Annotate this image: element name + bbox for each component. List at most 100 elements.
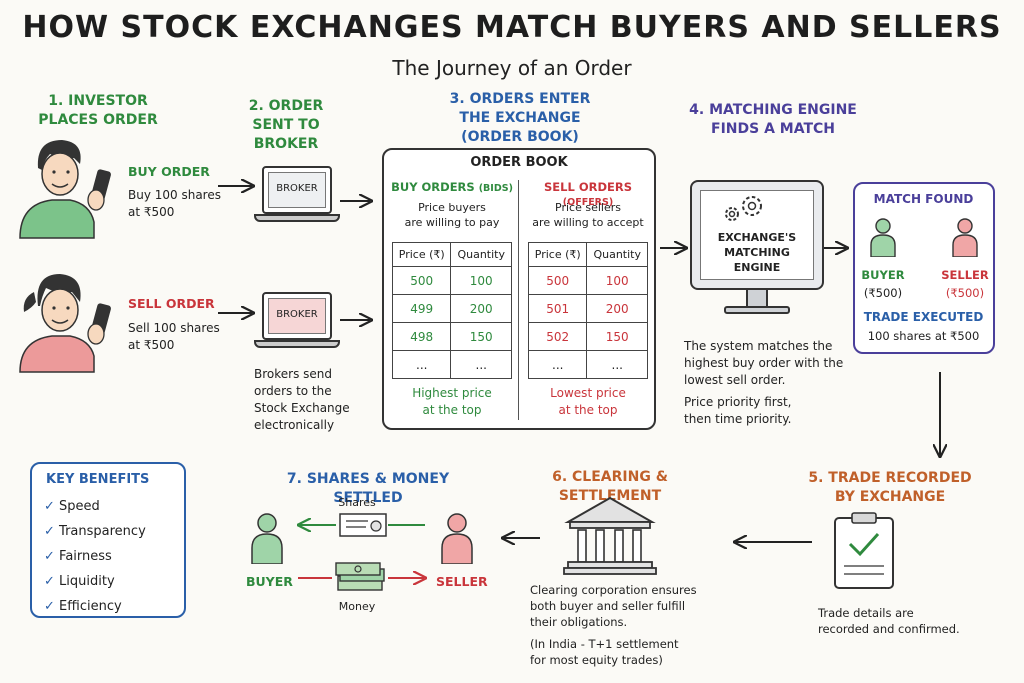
order-book-title: ORDER BOOK	[470, 155, 568, 170]
buyer-icon	[251, 513, 283, 564]
broker-note-4: electronically	[254, 418, 335, 432]
gear-icon	[725, 196, 762, 221]
trade-executed-label: TRADE EXECUTED	[863, 310, 984, 324]
money-label: Money	[338, 600, 376, 613]
record-note-1: Trade details are	[818, 606, 914, 620]
buy-footer-1: Highest price	[412, 386, 492, 400]
settled-buyer-label: BUYER	[246, 574, 293, 589]
match-seller-price: (₹500)	[945, 286, 985, 300]
check-icon: ✓	[44, 549, 55, 564]
col-price: Price (₹)	[527, 242, 588, 267]
list-item: ✓ Fairness	[44, 549, 112, 564]
step3-heading-1: 3. ORDERS ENTER	[449, 91, 591, 107]
check-icon: ✓	[44, 499, 55, 514]
broker-label: BROKER	[276, 309, 318, 320]
buy-orders-desc-1: Price buyers	[418, 201, 486, 214]
clearing-note-4: (In India - T+1 settlement	[530, 637, 679, 651]
step4-heading-1: 4. MATCHING ENGINE	[689, 102, 857, 118]
step7-heading: 7. SHARES & MONEY SETTLED	[286, 471, 450, 506]
money-stack-icon	[335, 562, 385, 591]
table-row: ......	[527, 350, 648, 379]
order-book-divider	[518, 180, 519, 420]
buyer-person-icon	[19, 140, 111, 239]
sell-footer-2: at the top	[558, 403, 618, 417]
step6-heading: 6. CLEARING & SETTLEMENT	[552, 469, 668, 504]
page-subtitle: The Journey of an Order	[392, 56, 632, 80]
sell-footer-1: Lowest price	[550, 386, 626, 400]
seller-person-icon	[19, 274, 111, 373]
order-book-panel: ORDER BOOK BUY ORDERS (BIDS) Price buyer…	[382, 148, 656, 430]
step3-heading-3: (ORDER BOOK)	[461, 129, 579, 145]
sell-order-text-1: Sell 100 shares	[128, 321, 220, 335]
broker-laptop-icon: BROKER	[254, 292, 340, 354]
table-row: ......	[391, 350, 512, 379]
shares-label: Shares	[338, 496, 376, 509]
engine-note-3: lowest sell order.	[684, 373, 786, 387]
step4-heading-2: FINDS A MATCH	[711, 121, 835, 137]
sell-orders-desc-2: are willing to accept	[532, 216, 644, 229]
step5-heading-1: 5. TRADE RECORDED	[808, 470, 972, 486]
buy-order-text-2: at ₹500	[128, 205, 175, 219]
list-item: ✓ Transparency	[44, 524, 146, 539]
broker-note-3: Stock Exchange	[254, 401, 350, 415]
buy-orders-desc-2: are willing to pay	[404, 216, 500, 229]
buy-orders-title: BUY ORDERS (BIDS)	[391, 180, 513, 194]
step3-heading-2: THE EXCHANGE	[459, 110, 581, 126]
clearing-note-2: both buyer and seller fulfill	[530, 599, 686, 613]
broker-note-1: Brokers send	[254, 367, 333, 381]
sell-order-label: SELL ORDER	[128, 296, 215, 311]
engine-note-4: Price priority first,	[684, 395, 792, 409]
clearing-note-1: Clearing corporation ensures	[530, 583, 697, 597]
broker-label: BROKER	[276, 183, 318, 194]
match-found-panel: MATCH FOUND BUYER (₹500) SELLER (₹500) T…	[853, 182, 995, 354]
sell-orders-desc-1: Price sellers	[555, 201, 621, 214]
step2-heading: 2. ORDER SENT TO BROKER	[248, 98, 324, 152]
step5-heading-2: BY EXCHANGE	[834, 489, 946, 505]
list-item: ✓ Speed	[44, 499, 100, 514]
page-title: HOW STOCK EXCHANGES MATCH BUYERS AND SEL…	[22, 10, 1002, 45]
list-item: ✓ Efficiency	[44, 599, 122, 614]
key-benefits-title: KEY BENEFITS	[46, 472, 150, 487]
broker-note-2: orders to the	[254, 384, 332, 398]
buy-order-text-1: Buy 100 shares	[128, 188, 221, 202]
matching-engine-monitor-icon: EXCHANGE'S MATCHING ENGINE	[690, 180, 824, 322]
clearing-note-3: their obligations.	[530, 615, 628, 629]
match-buyer-label: BUYER	[861, 268, 905, 282]
seller-icon	[441, 513, 473, 564]
col-price: Price (₹)	[391, 242, 452, 267]
record-note-2: recorded and confirmed.	[818, 622, 960, 636]
buyer-icon	[870, 218, 896, 257]
engine-label-2: MATCHING	[724, 246, 790, 259]
trade-executed-text: 100 shares at ₹500	[867, 329, 980, 343]
col-quantity: Quantity	[586, 242, 648, 267]
col-quantity: Quantity	[450, 242, 512, 267]
seller-icon	[952, 218, 978, 257]
certificate-icon	[339, 513, 387, 537]
sell-order-text-2: at ₹500	[128, 338, 175, 352]
match-seller-label: SELLER	[941, 268, 989, 282]
sell-orders-title: SELL ORDERS (OFFERS)	[544, 180, 632, 208]
check-icon: ✓	[44, 524, 55, 539]
match-buyer-price: (₹500)	[863, 286, 903, 300]
engine-note-2: highest buy order with the	[684, 356, 844, 370]
step1-heading: 1. INVESTOR PLACES ORDER	[38, 93, 158, 128]
key-benefits-panel: KEY BENEFITS ✓ Speed ✓ Transparency ✓ Fa…	[30, 462, 186, 618]
engine-label-1: EXCHANGE'S	[717, 231, 797, 244]
engine-note-1: The system matches the	[684, 339, 833, 353]
key-benefits-list: ✓ Speed ✓ Transparency ✓ Fairness ✓ Liqu…	[44, 494, 146, 619]
engine-note-5: then time priority.	[684, 412, 792, 426]
buy-footer-2: at the top	[422, 403, 482, 417]
check-icon: ✓	[44, 574, 55, 589]
list-item: ✓ Liquidity	[44, 574, 115, 589]
clipboard-check-icon	[834, 512, 894, 589]
bank-building-icon	[563, 496, 657, 575]
